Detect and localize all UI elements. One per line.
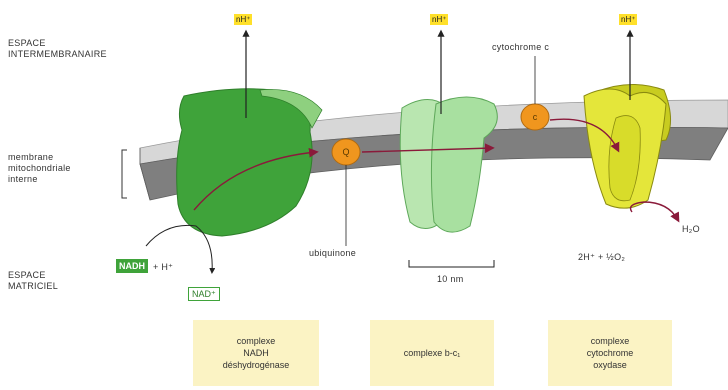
membrane-bracket — [122, 150, 127, 198]
proton-label-complex-i: nH⁺ — [234, 14, 252, 25]
complex-i-shape — [177, 89, 312, 236]
matrix-space-label: ESPACE MATRICIEL — [8, 270, 58, 292]
inner-membrane-label: membrane mitochondriale interne — [8, 152, 71, 185]
intermembrane-space-label: ESPACE INTERMEMBRANAIRE — [8, 38, 107, 60]
proton-plus-label: + H⁺ — [153, 262, 173, 273]
nad-box: NAD⁺ — [188, 287, 220, 301]
nadh-box: NADH — [116, 259, 148, 273]
ubiquinone-symbol: Q — [342, 147, 349, 157]
proton-label-complex-bc1: nH⁺ — [430, 14, 448, 25]
complex-iv-card: complexe cytochrome oxydase — [548, 320, 672, 386]
ubiquinone-label: ubiquinone — [309, 248, 356, 259]
scale-bar — [409, 260, 494, 267]
oxygen-reaction-label: 2H⁺ + ½O₂ — [578, 252, 625, 263]
cytochrome-c-symbol: c — [533, 112, 538, 122]
proton-label-complex-iv: nH⁺ — [619, 14, 637, 25]
complex-i-card: complexe NADH déshydrogénase — [193, 320, 319, 386]
water-label: H₂O — [682, 224, 700, 235]
complex-bc1-card: complexe b-c₁ — [370, 320, 494, 386]
cytochrome-c-label: cytochrome c — [492, 42, 549, 53]
scale-label: 10 nm — [437, 274, 464, 285]
complex-bc1-right — [431, 97, 497, 232]
